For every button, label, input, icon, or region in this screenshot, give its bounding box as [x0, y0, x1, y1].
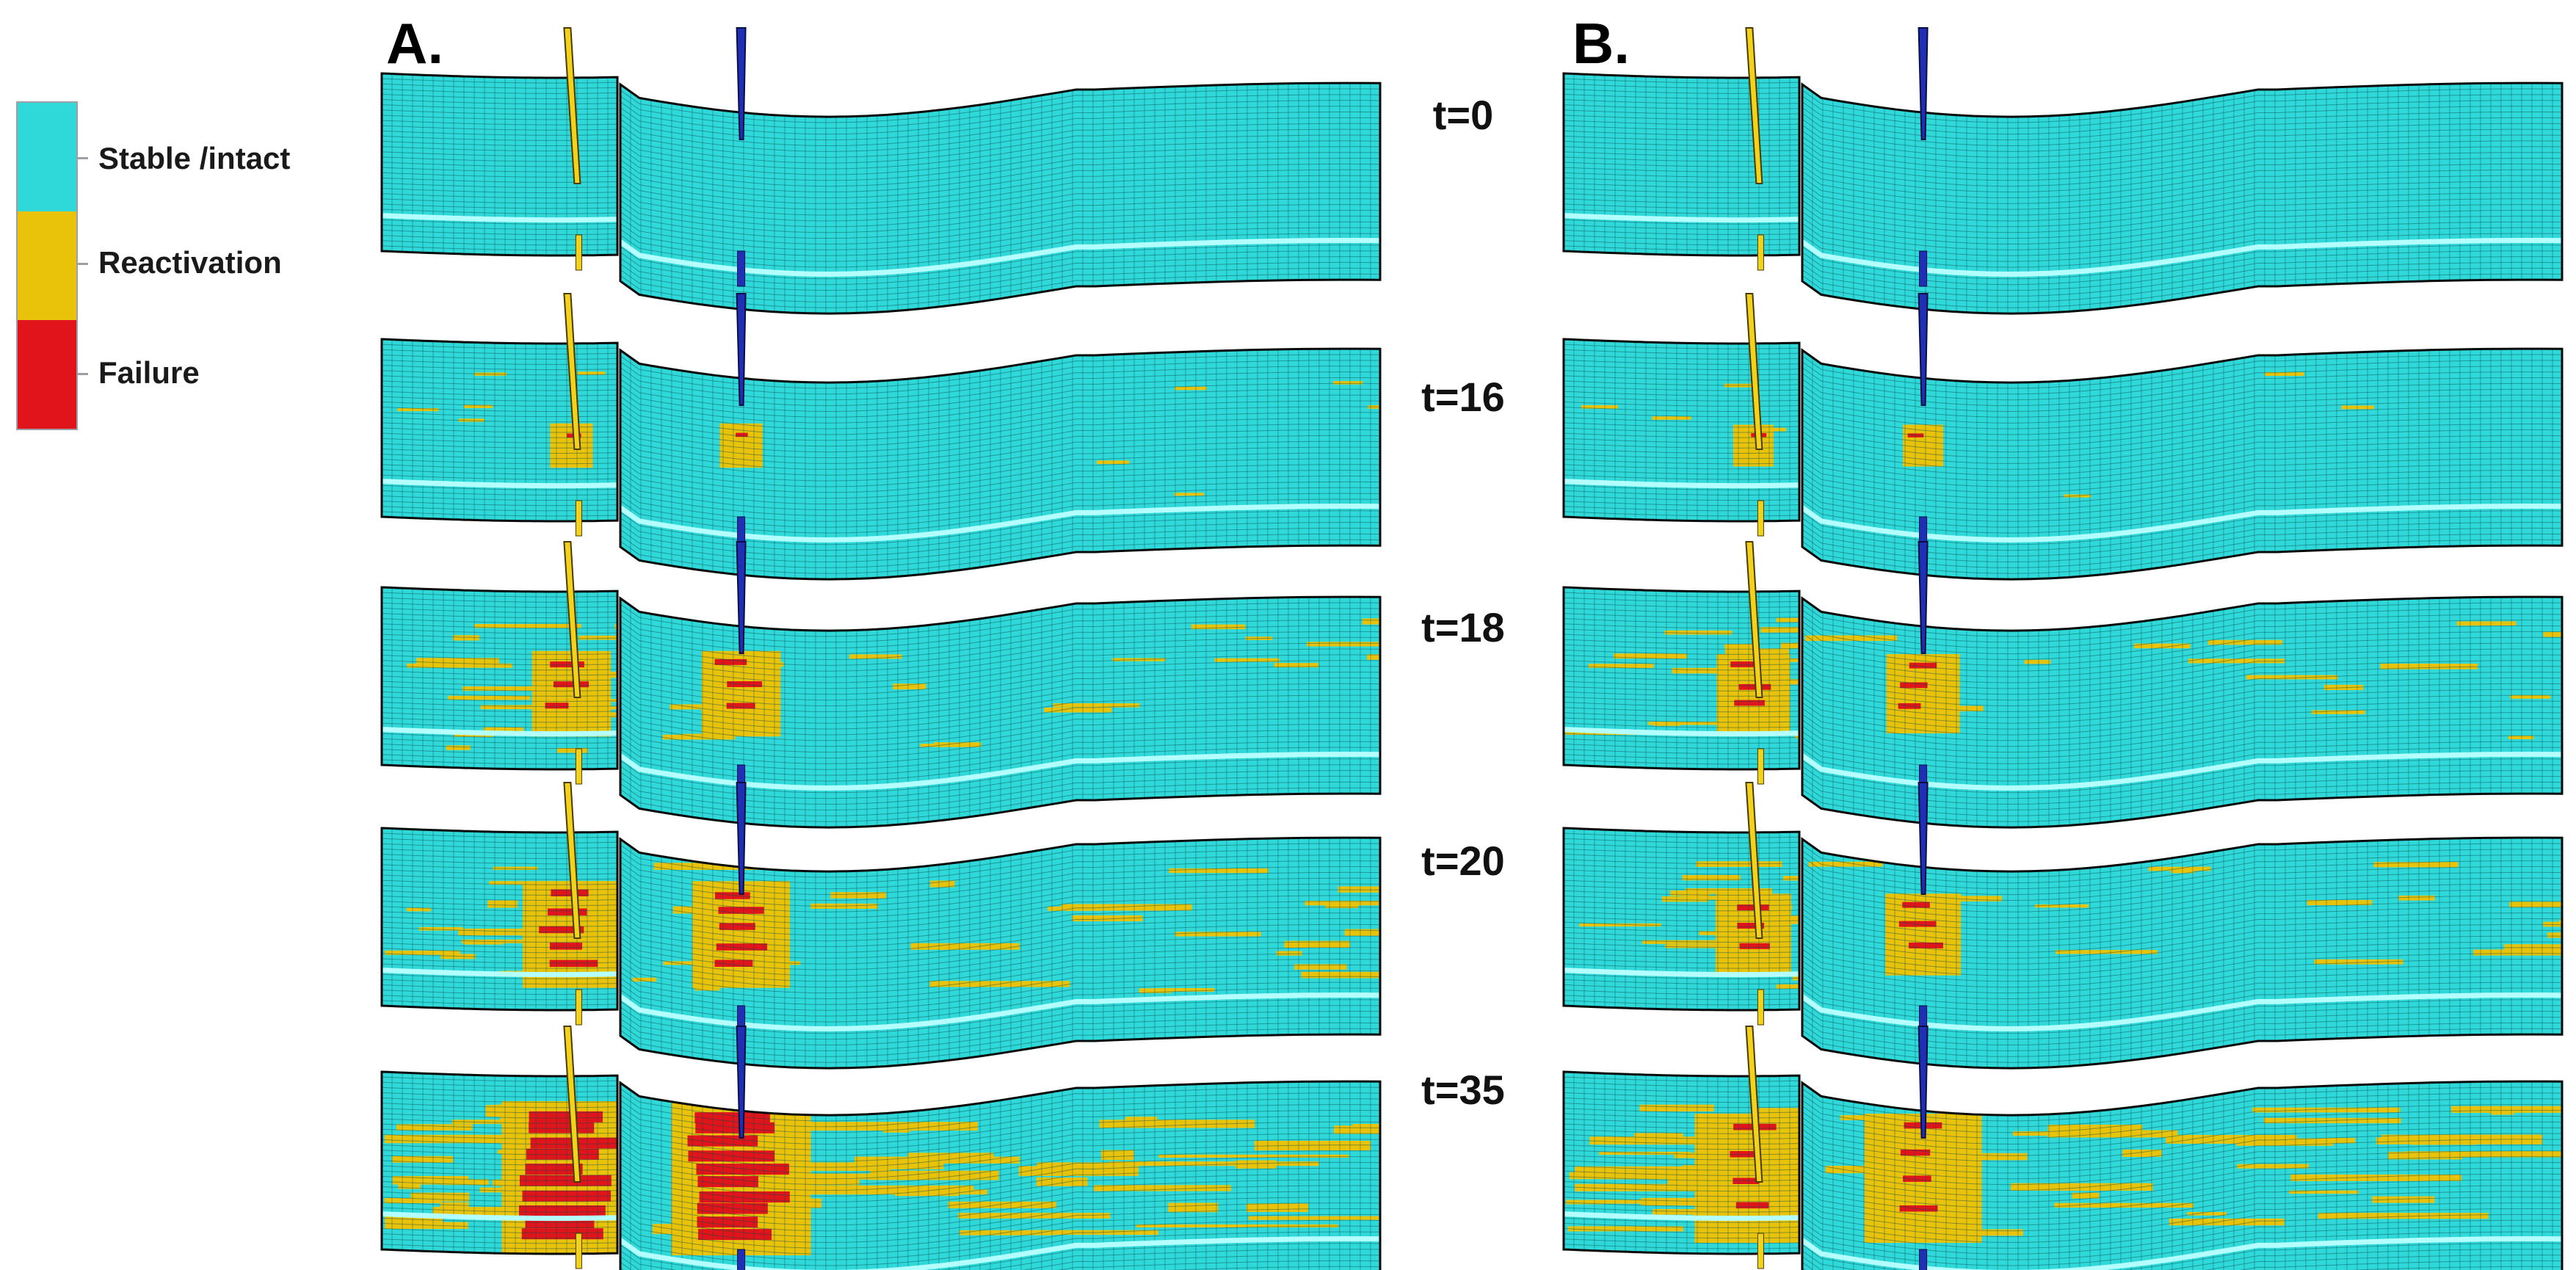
time-label-t35: t=35	[1421, 1067, 1505, 1113]
time-label-t18: t=18	[1421, 604, 1505, 650]
well-blue	[1918, 27, 1929, 287]
model-section-b-t=16	[1562, 293, 2564, 581]
well-yellow	[563, 293, 582, 537]
legend-swatch-reactivation	[18, 211, 76, 321]
well-yellow	[563, 541, 582, 785]
model-section-a-t=16	[380, 293, 1382, 581]
legend-tick	[78, 263, 88, 265]
legend-swatch-stable	[18, 103, 76, 212]
well-yellow	[1745, 1026, 1764, 1269]
well-blue	[1918, 782, 1929, 1042]
well-yellow	[563, 27, 582, 271]
model-section-a-t=20	[380, 782, 1382, 1070]
legend-label-failure: Failure	[98, 355, 200, 390]
panel-label-b: B.	[1572, 11, 1630, 76]
well-yellow	[1745, 541, 1764, 785]
well-yellow	[1745, 782, 1764, 1026]
panel-label-a: A.	[386, 11, 443, 76]
well-blue	[736, 293, 747, 553]
well-blue	[1918, 293, 1929, 553]
well-yellow	[563, 1026, 582, 1269]
model-section-a-t=0	[380, 27, 1382, 315]
model-section-b-t=18	[1562, 541, 2564, 829]
well-blue	[736, 27, 747, 287]
well-yellow	[563, 782, 582, 1026]
model-section-a-t=35	[380, 1026, 1382, 1270]
model-section-a-t=18	[380, 541, 1382, 829]
legend-label-reactivation: Reactivation	[98, 245, 282, 280]
well-blue	[1918, 1026, 1929, 1270]
legend-color-bar	[16, 101, 78, 430]
legend-swatch-failure	[18, 320, 76, 429]
time-label-t20: t=20	[1421, 838, 1505, 884]
time-label-t16: t=16	[1421, 374, 1505, 420]
well-yellow	[1745, 293, 1764, 537]
well-yellow	[1745, 27, 1764, 271]
model-section-b-t=35	[1562, 1026, 2564, 1270]
legend-tick	[78, 157, 88, 159]
model-section-b-t=0	[1562, 27, 2564, 315]
time-label-t0: t=0	[1432, 92, 1494, 138]
legend-label-stable: Stable /intact	[98, 141, 291, 175]
well-blue	[736, 782, 747, 1042]
well-blue	[736, 1026, 747, 1270]
legend-tick	[78, 373, 88, 375]
model-section-b-t=20	[1562, 782, 2564, 1070]
